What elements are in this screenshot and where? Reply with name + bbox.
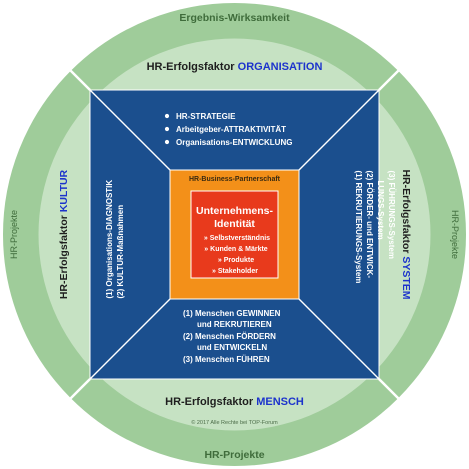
factor-bottom: HR-Erfolgsfaktor MENSCH bbox=[165, 396, 304, 408]
quadrant-bottom: (1) Menschen GEWINNEN und REKRUTIEREN (2… bbox=[183, 309, 281, 364]
square-diagonal-tr bbox=[298, 89, 380, 171]
square-diagonal-bl bbox=[89, 298, 171, 380]
quadrant-bottom-line: (3) Menschen FÜHREN bbox=[183, 355, 270, 364]
center-item: » Produkte bbox=[218, 257, 254, 264]
quadrant-bottom-line: (2) Menschen FÖRDERN bbox=[183, 332, 276, 341]
quadrant-top-item: Arbeitgeber-ATTRAKTIVITÄT bbox=[176, 125, 286, 134]
factor-left: HR-Erfolgsfaktor KULTUR bbox=[58, 169, 70, 299]
quadrant-right: (1) REKRUTIERUNGS-System (2) FÖRDER- und… bbox=[354, 171, 396, 284]
center-title-line2: Identität bbox=[214, 218, 255, 230]
quadrant-left-line: (1) Organisations-DIAGNOSTIK bbox=[105, 180, 114, 299]
quadrant-right-line: LUNGS-System bbox=[376, 181, 385, 240]
divider-top-right bbox=[378, 65, 404, 91]
square-diagonal-br bbox=[298, 298, 380, 380]
quadrant-right-line: (2) FÖRDER- und ENTWICK- bbox=[365, 171, 374, 279]
quadrant-top: HR-STRATEGIE Arbeitgeber-ATTRAKTIVITÄT O… bbox=[164, 112, 292, 147]
quadrant-top-item: HR-STRATEGIE bbox=[176, 112, 236, 121]
copyright-text: © 2017 Alle Rechte bei TOP-Forum bbox=[191, 419, 278, 426]
factor-right: HR-Erfolgsfaktor SYSTEM bbox=[400, 169, 412, 299]
quadrant-bottom-line: und ENTWICKELN bbox=[197, 343, 267, 352]
bullet-icon bbox=[164, 139, 170, 145]
center-header: HR-Business-Partnerschaft bbox=[189, 176, 281, 183]
quadrant-bottom-line: und REKRUTIEREN bbox=[197, 320, 272, 329]
quadrant-right-line: (3) FÜHRUNGS-System bbox=[387, 171, 396, 259]
ring-label-left: HR-Projekte bbox=[9, 210, 19, 259]
divider-top-left bbox=[65, 65, 91, 91]
factor-bottom-keyword: MENSCH bbox=[256, 396, 304, 408]
quadrant-right-line: (1) REKRUTIERUNGS-System bbox=[354, 171, 363, 284]
ring-label-bottom: HR-Projekte bbox=[204, 449, 264, 461]
center-item: » Stakeholder bbox=[212, 268, 258, 275]
divider-bottom-left bbox=[65, 378, 91, 404]
square-diagonal-tl bbox=[89, 89, 171, 171]
center-item: » Selbstverständnis bbox=[204, 235, 270, 242]
quadrant-bottom-line: (1) Menschen GEWINNEN bbox=[183, 309, 281, 318]
quadrant-left-line: (2) KULTUR-Maßnahmen bbox=[116, 205, 125, 299]
factor-right-keyword: SYSTEM bbox=[400, 256, 412, 299]
bullet-icon bbox=[164, 126, 170, 132]
center-title-line1: Unternehmens- bbox=[196, 205, 274, 217]
quadrant-top-item: Organisations-ENTWICKLUNG bbox=[176, 138, 292, 147]
factor-top: HR-Erfolgsfaktor ORGANISATION bbox=[147, 61, 323, 73]
divider-bottom-right bbox=[378, 378, 404, 404]
bullet-icon bbox=[164, 113, 170, 119]
quadrant-left: (1) Organisations-DIAGNOSTIK (2) KULTUR-… bbox=[105, 180, 125, 299]
factor-left-keyword: KULTUR bbox=[58, 169, 70, 212]
center-items: » Selbstverständnis » Kunden & Märkte » … bbox=[204, 235, 270, 275]
factor-top-keyword: ORGANISATION bbox=[238, 61, 323, 73]
center-red-box bbox=[190, 190, 279, 279]
ring-label-right: HR-Projekte bbox=[450, 210, 460, 259]
ring-label-top: Ergebnis-Wirksamkeit bbox=[179, 12, 290, 24]
center-item: » Kunden & Märkte bbox=[204, 246, 268, 253]
